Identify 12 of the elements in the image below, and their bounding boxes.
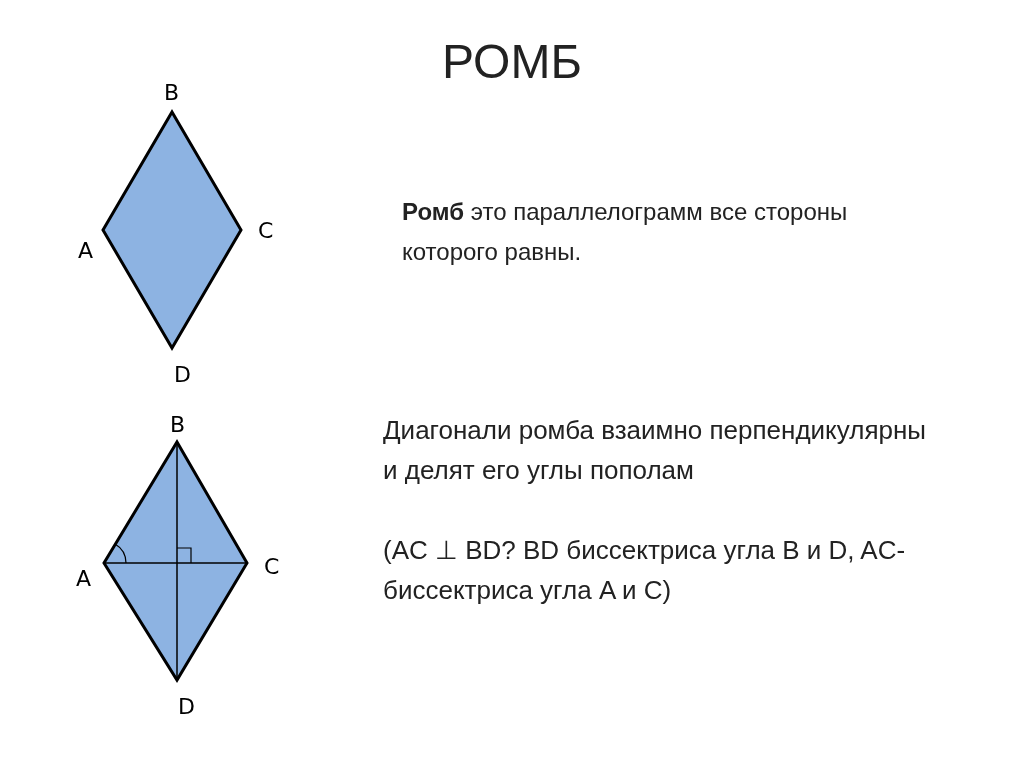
vertex-label: B — [170, 411, 186, 439]
definition-text: Диагонали ромба взаимно перпендикулярны и делят его углы пополам — [383, 414, 927, 487]
vertex-label: C — [258, 217, 274, 245]
vertex-label: B — [164, 79, 180, 107]
vertex-label: D — [178, 693, 195, 721]
definition-text: (AC ⊥ BD? BD биссектриса угла B и D, AC-биссектриса угла A и C) — [383, 534, 907, 607]
definition-text: Ромб это параллелограмм все стороны которого равны. — [402, 197, 849, 267]
vertex-label: A — [76, 565, 92, 593]
title: РОМБ — [441, 34, 583, 90]
vertex-label: A — [78, 237, 94, 265]
vertex-label: D — [174, 361, 191, 389]
vertex-label: C — [264, 553, 280, 581]
